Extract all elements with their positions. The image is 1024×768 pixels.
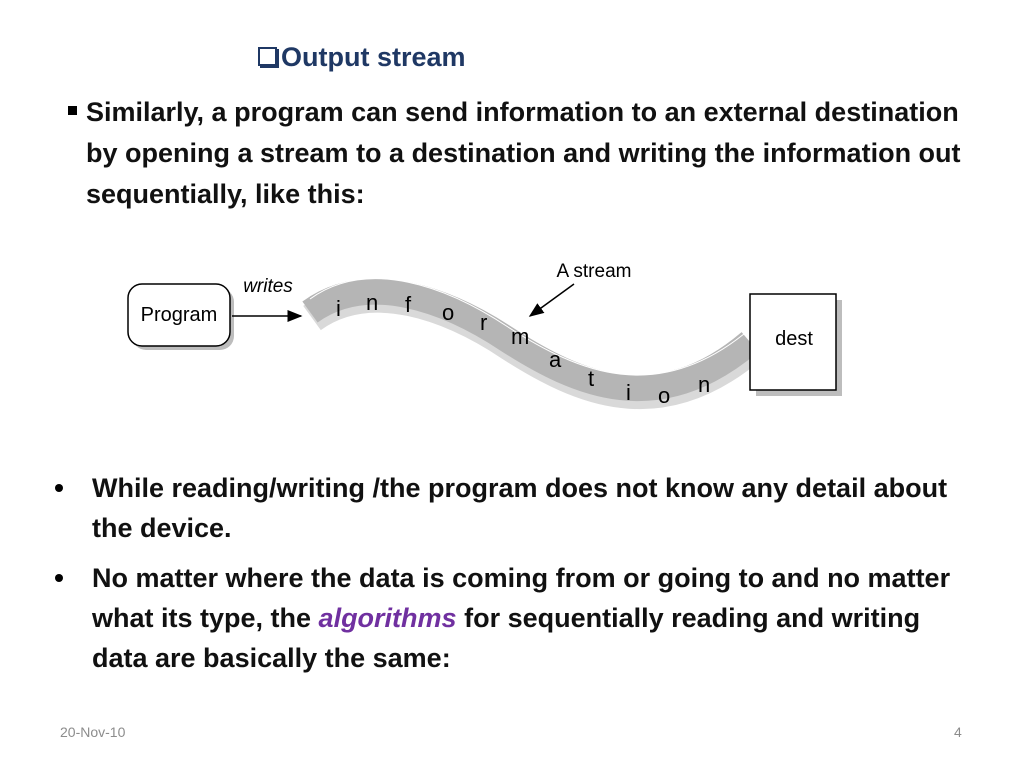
stream-letter: i	[336, 296, 341, 321]
checkbox-bullet-icon	[258, 47, 277, 66]
stream-letter: n	[698, 372, 710, 397]
intro-text: Similarly, a program can send informatio…	[86, 97, 961, 209]
bullet-dot-icon	[55, 574, 63, 582]
output-stream-diagram: Program writes i n f o r m a t i o n A s…	[127, 261, 842, 410]
stream-letter: m	[511, 324, 529, 349]
program-label: Program	[141, 304, 218, 326]
program-box: Program	[127, 283, 234, 350]
stream-letter: o	[442, 300, 454, 325]
bullet-list: While reading/writing /the program does …	[55, 468, 975, 688]
page-number: 4	[954, 724, 962, 740]
writes-label: writes	[243, 276, 293, 297]
bullet-text: While reading/writing /the program does …	[92, 473, 948, 543]
stream-band-edge-top	[309, 278, 751, 376]
stream-letter: f	[405, 292, 412, 317]
dest-label: dest	[775, 328, 813, 350]
footer-date: 20-Nov-10	[60, 724, 126, 740]
stream-letter: t	[588, 366, 594, 391]
intro-paragraph: Similarly, a program can send informatio…	[68, 92, 968, 215]
stream-band	[302, 278, 759, 402]
stream-letter: r	[480, 310, 487, 335]
list-item: No matter where the data is coming from …	[55, 558, 975, 678]
square-bullet-icon	[68, 106, 77, 115]
stream-letter: a	[549, 347, 562, 372]
slide-heading: Output stream	[258, 42, 466, 73]
heading-text: Output stream	[281, 42, 466, 72]
highlight-algorithms: algorithms	[318, 603, 457, 633]
bullet-text-before: No matter where the data is coming from …	[92, 563, 951, 633]
stream-pointer-arrow	[528, 283, 575, 317]
stream-letter: n	[366, 290, 378, 315]
stream-label: A stream	[557, 261, 632, 282]
stream-letter: i	[626, 380, 631, 405]
list-item: While reading/writing /the program does …	[55, 468, 975, 548]
bullet-text-after: for sequentially reading and writing dat…	[92, 603, 921, 673]
stream-letter: o	[658, 383, 670, 408]
dest-box: dest	[749, 293, 842, 396]
bullet-dot-icon	[55, 484, 63, 492]
stream-letters: i n f o r m a t i o n	[336, 290, 710, 408]
